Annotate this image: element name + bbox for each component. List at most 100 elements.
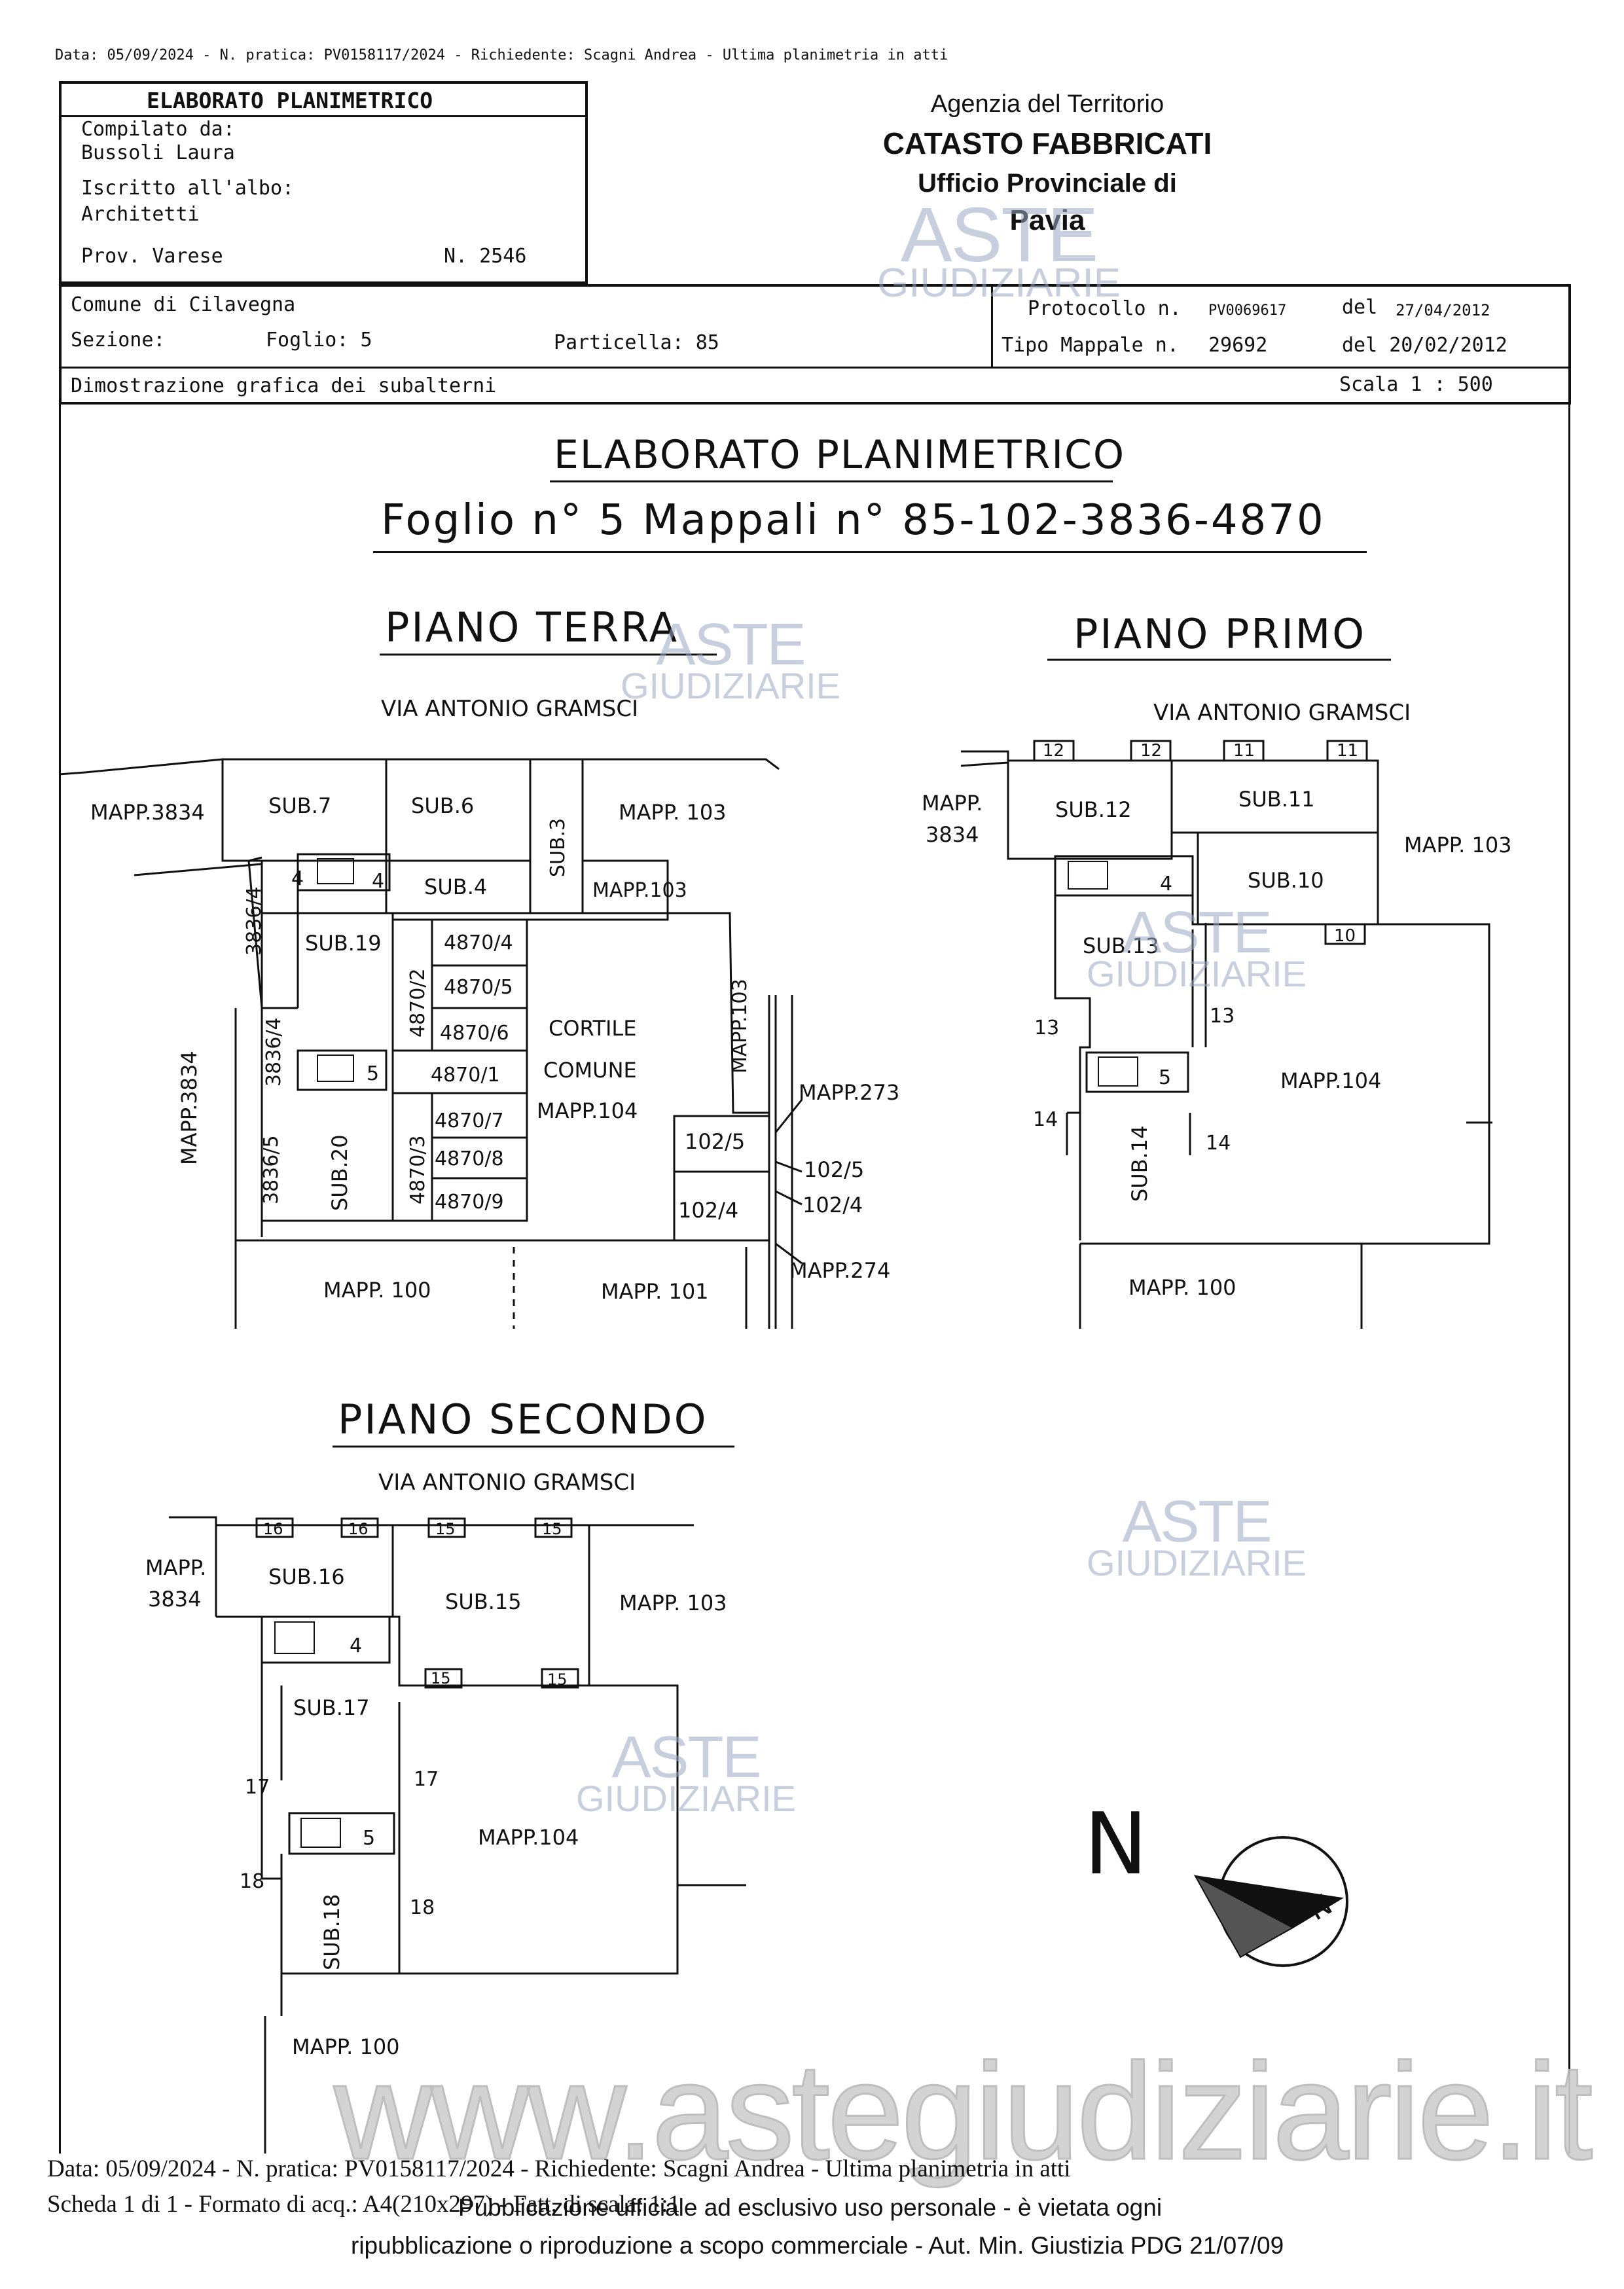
secondo-16a: 16 xyxy=(263,1520,283,1538)
secondo-15b: 15 xyxy=(542,1520,562,1538)
watermark-header-top: ASTE xyxy=(900,192,1098,278)
street-label-terra: VIA ANTONIO GRAMSCI xyxy=(381,696,638,722)
scala: Scala 1 : 500 xyxy=(1339,373,1493,396)
info-divider xyxy=(62,367,1568,369)
secondo-18a: 18 xyxy=(240,1870,264,1893)
terra-mapp103v: MAPP.103 xyxy=(729,979,751,1073)
frame-right-line xyxy=(1568,405,1570,2154)
watermark-terra-top: ASTE xyxy=(656,612,806,677)
footer-line3: Pubblicazione ufficiale ad esclusivo uso… xyxy=(458,2194,1163,2221)
watermark-right: ASTE GIUDIZIARIE xyxy=(1087,1492,1307,1581)
title-piano-terra: PIANO TERRA xyxy=(385,604,679,651)
primo-mapp3834b: 3834 xyxy=(926,822,979,847)
terra-4870-4: 4870/4 xyxy=(444,931,513,954)
comune: Comune di Cilavegna xyxy=(71,293,296,316)
secondo-17b: 17 xyxy=(414,1768,439,1791)
primo-mapp3834a: MAPP. xyxy=(922,791,983,816)
particella: Particella: 85 xyxy=(554,331,719,354)
footer-line4: ripubblicazione o riproduzione a scopo c… xyxy=(351,2232,1284,2259)
compiled-by-name: Bussoli Laura xyxy=(81,141,235,164)
secondo-mapp3834b: 3834 xyxy=(148,1587,201,1612)
terra-mapp104: MAPP.104 xyxy=(537,1098,638,1123)
registered-label: Iscritto all'albo: xyxy=(81,177,295,200)
terra-mapp3834-v: MAPP.3834 xyxy=(177,1051,202,1165)
agency-line2: CATASTO FABBRICATI xyxy=(882,126,1212,160)
terra-mapp274: MAPP.274 xyxy=(789,1258,890,1283)
street-label-primo: VIA ANTONIO GRAMSCI xyxy=(1153,700,1411,726)
terra-3836-4a: 3836/4 xyxy=(243,886,266,956)
primo-11b: 11 xyxy=(1337,741,1358,761)
terra-102-5b: 102/5 xyxy=(804,1157,864,1182)
watermark-right-bottom: GIUDIZIARIE xyxy=(1087,1542,1307,1583)
terra-comune: COMUNE xyxy=(543,1058,637,1083)
tipo-mappale-label: Tipo Mappale n. xyxy=(1001,334,1179,357)
terra-4870-5: 4870/5 xyxy=(444,976,513,999)
agency-line1: Agenzia del Territorio xyxy=(930,90,1164,118)
dimostrazione: Dimostrazione grafica dei subalterni xyxy=(71,374,497,397)
terra-mapp100: MAPP. 100 xyxy=(323,1278,431,1303)
secondo-mapp100: MAPP. 100 xyxy=(292,2034,400,2059)
agency-line3: Ufficio Provinciale di xyxy=(918,169,1177,198)
drawing-title: ELABORATO PLANIMETRICO xyxy=(554,432,1126,478)
terra-4870-1: 4870/1 xyxy=(431,1064,500,1087)
secondo-15d: 15 xyxy=(547,1670,568,1689)
primo-14b: 14 xyxy=(1206,1132,1231,1155)
terra-sub4: SUB.4 xyxy=(424,874,487,899)
north-symbol: N N xyxy=(1084,1794,1348,1967)
title-piano-primo: PIANO PRIMO xyxy=(1074,610,1366,658)
primo-sub10: SUB.10 xyxy=(1248,868,1324,893)
terra-mapp101: MAPP. 101 xyxy=(601,1279,709,1304)
terra-stair4b: 4 xyxy=(372,870,384,893)
secondo-15c: 15 xyxy=(431,1669,451,1687)
terra-4870-3: 4870/3 xyxy=(406,1135,429,1204)
protocollo-value: PV0069617 xyxy=(1208,302,1287,319)
watermark-secondo-bottom: GIUDIZIARIE xyxy=(576,1778,797,1819)
province-label: Prov. Varese xyxy=(81,245,223,268)
secondo-mapp104: MAPP.104 xyxy=(478,1825,579,1850)
secondo-sub16: SUB.16 xyxy=(268,1564,345,1589)
title-piano-secondo: PIANO SECONDO xyxy=(338,1396,708,1443)
terra-4870-6: 4870/6 xyxy=(440,1022,509,1045)
sezione-label: Sezione: xyxy=(71,329,166,351)
terra-4870-9: 4870/9 xyxy=(435,1191,504,1214)
box-title: ELABORATO PLANIMETRICO xyxy=(147,88,433,113)
primo-13a: 13 xyxy=(1034,1017,1059,1039)
primo-stair5: 5 xyxy=(1159,1066,1171,1089)
terra-4870-2: 4870/2 xyxy=(406,968,429,1037)
tipo-mappale-value: 29692 xyxy=(1208,334,1268,357)
terra-mapp3834-top: MAPP.3834 xyxy=(90,800,205,825)
plan-piano-secondo: PIANO SECONDO VIA ANTONIO GRAMSCI 16 16 … xyxy=(145,1396,746,2154)
protocollo-date: 27/04/2012 xyxy=(1396,301,1490,319)
agency-line4: Pavia xyxy=(1009,204,1085,236)
tipo-mappale-date: del 20/02/2012 xyxy=(1342,334,1507,357)
compiled-by-label: Compilato da: xyxy=(81,118,235,141)
footer-line1: Data: 05/09/2024 - N. pratica: PV0158117… xyxy=(47,2155,1071,2182)
street-label-secondo: VIA ANTONIO GRAMSCI xyxy=(378,1469,636,1496)
info-vertical-divider xyxy=(991,287,993,367)
primo-mapp103: MAPP. 103 xyxy=(1404,833,1512,857)
primo-sub13: SUB.13 xyxy=(1083,933,1159,958)
watermark-header-bottom: GIUDIZIARIE xyxy=(877,261,1121,306)
watermark-terra-bottom: GIUDIZIARIE xyxy=(621,665,841,706)
terra-3836-5: 3836/5 xyxy=(260,1135,283,1204)
box-title-divider xyxy=(62,115,585,117)
watermark-primo-bottom: GIUDIZIARIE xyxy=(1087,953,1307,994)
terra-mapp103: MAPP. 103 xyxy=(619,800,727,825)
drawing-subtitle-underline xyxy=(373,551,1367,553)
primo-12b: 12 xyxy=(1140,741,1162,761)
primo-sub11: SUB.11 xyxy=(1238,787,1315,812)
terra-102-4a: 102/4 xyxy=(678,1198,738,1223)
terra-cortile: CORTILE xyxy=(549,1016,636,1041)
primo-mapp104: MAPP.104 xyxy=(1280,1068,1381,1093)
drawing-title-underline xyxy=(550,480,1113,482)
secondo-15a: 15 xyxy=(435,1520,456,1538)
primo-stair4: 4 xyxy=(1160,873,1172,895)
terra-mapp103b: MAPP.103 xyxy=(592,879,687,902)
registration-number: N. 2546 xyxy=(444,245,527,268)
watermark-right-top: ASTE xyxy=(1122,1489,1272,1555)
secondo-sub15: SUB.15 xyxy=(445,1589,522,1614)
protocollo-del: del xyxy=(1342,296,1378,319)
primo-14a: 14 xyxy=(1033,1108,1058,1131)
primo-13b: 13 xyxy=(1210,1005,1235,1028)
